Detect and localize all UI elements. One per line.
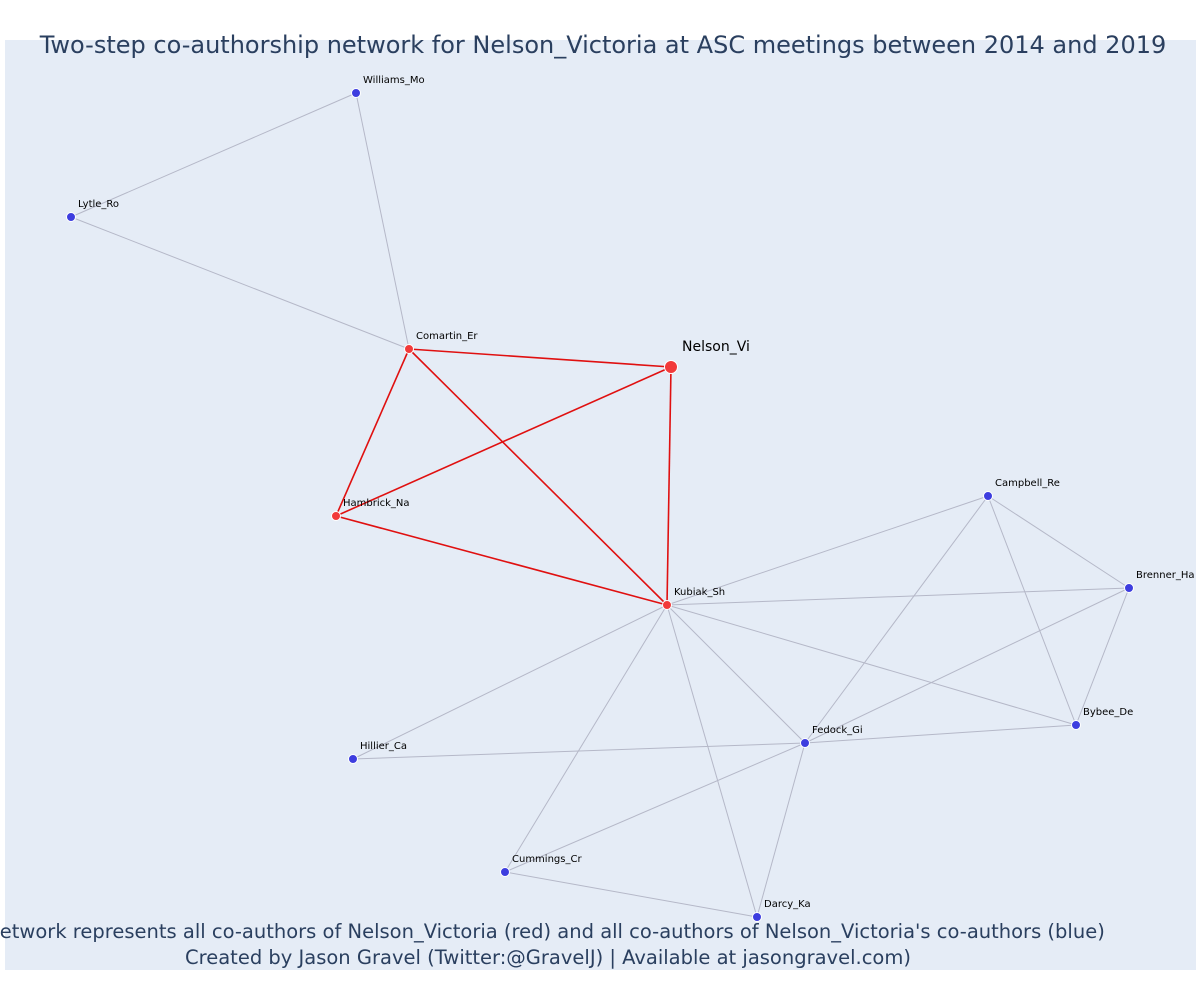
edge-campbell-re-bybee-de <box>987 495 1077 726</box>
edge-hambrick-na-nelson-vi <box>335 366 672 517</box>
node-label-kubiak-sh: Kubiak_Sh <box>674 587 725 598</box>
plot-background <box>5 40 1196 970</box>
labels-layer: Nelson_Vi Comartin_ErHambrick_NaKubiak_Sh… <box>78 75 1195 910</box>
node-label-brenner-ha: Brenner_Ha <box>1136 570 1195 581</box>
node-brenner-ha[interactable] <box>1124 583 1134 593</box>
node-label-hambrick-na: Hambrick_Na <box>343 498 410 509</box>
edge-bybee-de-fedock-gi <box>804 724 1077 744</box>
node-lytle-ro[interactable] <box>66 212 76 222</box>
edge-brenner-ha-fedock-gi <box>804 587 1130 744</box>
edge-fedock-gi-darcy-ka <box>756 742 806 918</box>
edge-comartin-er-kubiak-sh <box>408 348 668 606</box>
node-label-campbell-re: Campbell_Re <box>995 478 1060 489</box>
node-kubiak-sh[interactable] <box>662 600 672 610</box>
node-label-lytle-ro: Lytle_Ro <box>78 199 119 210</box>
edge-kubiak-sh-hillier-ca <box>352 604 668 760</box>
edge-comartin-er-nelson-vi <box>408 348 672 368</box>
edge-kubiak-sh-darcy-ka <box>666 604 758 918</box>
edge-kubiak-sh-campbell-re <box>666 495 989 606</box>
edge-fedock-gi-hillier-ca <box>352 742 806 760</box>
node-label-hillier-ca: Hillier_Ca <box>360 741 407 752</box>
caption-line-1: Network represents all co-authors of Nel… <box>0 920 1105 943</box>
edge-fedock-gi-cummings-cr <box>504 742 806 873</box>
node-hambrick-na[interactable] <box>331 511 341 521</box>
edges-layer <box>70 92 1130 918</box>
node-campbell-re[interactable] <box>983 491 993 501</box>
node-darcy-ka[interactable] <box>752 912 762 922</box>
edge-lytle-ro-comartin-er <box>70 216 410 350</box>
node-label-nelson-vi: Nelson_Vi <box>682 339 750 355</box>
node-nelson-vi[interactable] <box>664 360 678 374</box>
node-label-darcy-ka: Darcy_Ka <box>764 899 811 910</box>
edge-kubiak-sh-cummings-cr <box>504 604 668 873</box>
edge-campbell-re-fedock-gi <box>804 495 989 744</box>
node-label-comartin-er: Comartin_Er <box>416 331 478 342</box>
node-label-fedock-gi: Fedock_Gi <box>812 725 863 736</box>
node-comartin-er[interactable] <box>404 344 414 354</box>
node-hillier-ca[interactable] <box>348 754 358 764</box>
nodes-layer <box>66 88 1134 922</box>
edge-cummings-cr-darcy-ka <box>504 871 758 918</box>
edge-kubiak-sh-bybee-de <box>666 604 1077 726</box>
node-williams-mo[interactable] <box>351 88 361 98</box>
node-label-bybee-de: Bybee_De <box>1083 707 1133 718</box>
edge-hambrick-na-kubiak-sh <box>335 515 668 606</box>
edge-kubiak-sh-brenner-ha <box>666 587 1130 606</box>
edge-kubiak-sh-nelson-vi <box>666 366 672 606</box>
edge-campbell-re-brenner-ha <box>987 495 1130 589</box>
edge-brenner-ha-bybee-de <box>1075 587 1130 726</box>
edge-kubiak-sh-fedock-gi <box>666 604 806 744</box>
node-label-cummings-cr: Cummings_Cr <box>512 854 582 865</box>
edge-williams-mo-comartin-er <box>355 92 410 350</box>
edge-comartin-er-hambrick-na <box>335 348 410 517</box>
node-cummings-cr[interactable] <box>500 867 510 877</box>
caption-line-2: Created by Jason Gravel (Twitter:@Gravel… <box>185 946 911 969</box>
node-fedock-gi[interactable] <box>800 738 810 748</box>
edge-williams-mo-lytle-ro <box>70 92 357 218</box>
node-bybee-de[interactable] <box>1071 720 1081 730</box>
chart-title: Two-step co-authorship network for Nelso… <box>39 31 1167 59</box>
node-label-williams-mo: Williams_Mo <box>363 75 425 86</box>
